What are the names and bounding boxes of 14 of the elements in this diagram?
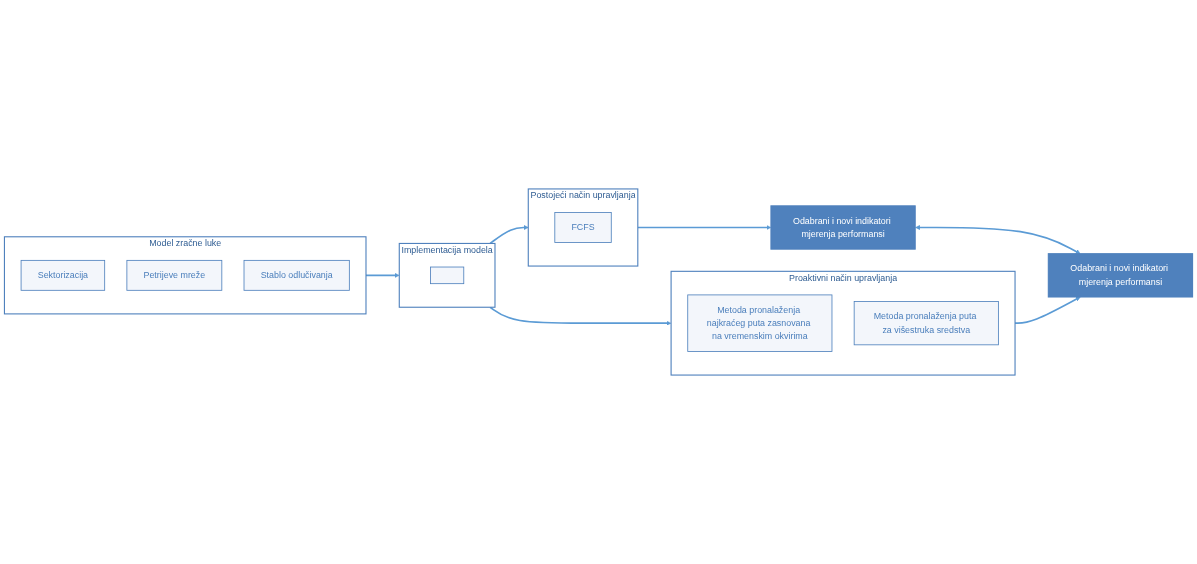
node-box: Stablo odlučivanja [243,259,350,291]
arrow [365,272,400,278]
node-box: Metoda pronalaženja puta za višestruka sredstva [853,301,999,346]
node-box [430,266,465,285]
node-box: Petrijeve mreže [126,259,223,291]
arrow [915,225,1081,254]
node-box: Sektorizacija [20,259,106,291]
node-box: FCFS [554,212,612,243]
arrow [489,225,529,245]
arrow [489,306,672,326]
node-box: Metoda pronalaženja najkraćeg puta zasnovana na vremenskim okvirima [687,294,833,352]
cluster: Implementacija modela [398,242,496,308]
node-box: Odabrani i novi indikatori mjerenja performansi [770,205,916,250]
node-box: Odabrani i novi indikatori mjerenja performansi [1047,253,1194,298]
